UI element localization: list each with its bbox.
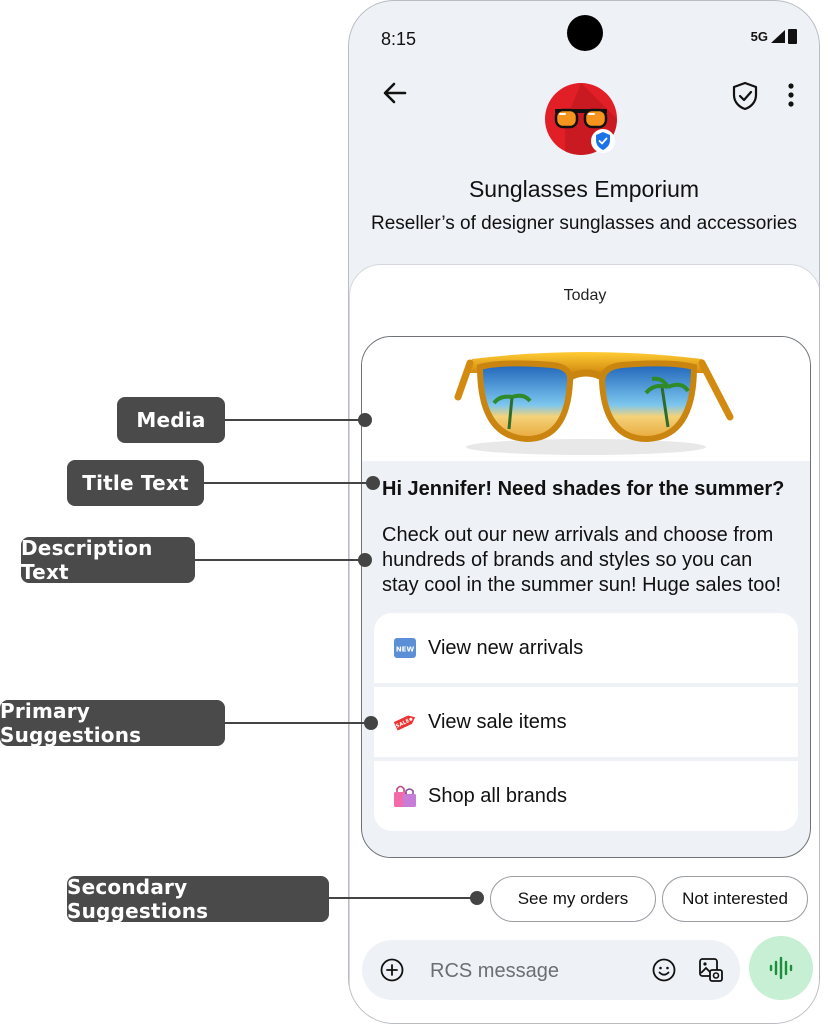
chip-not-interested[interactable]: Not interested bbox=[662, 876, 808, 922]
annotation-media: Media bbox=[117, 397, 225, 443]
annotation-title-text: Title Text bbox=[67, 460, 204, 506]
sunglasses-image bbox=[454, 352, 734, 455]
annotation-secondary-suggestions: Secondary Suggestions bbox=[67, 875, 329, 923]
emoji-icon[interactable] bbox=[652, 958, 676, 982]
business-description: Reseller’s of designer sunglasses and ac… bbox=[371, 213, 797, 234]
annotation-secondary-dot bbox=[470, 891, 484, 905]
date-divider: Today bbox=[563, 287, 607, 304]
card-title: Hi Jennifer! Need shades for the summer? bbox=[382, 478, 785, 500]
annotation-description-dot bbox=[358, 553, 372, 567]
verified-shield-icon[interactable] bbox=[731, 81, 759, 111]
back-arrow-icon[interactable] bbox=[379, 77, 411, 109]
suggestion-view-new-arrivals[interactable]: NEW View new arrivals bbox=[374, 613, 798, 683]
more-options-icon[interactable] bbox=[785, 81, 797, 109]
suggestion-shop-all-brands[interactable]: Shop all brands bbox=[374, 761, 798, 831]
annotation-description-line bbox=[195, 559, 365, 561]
suggestion-label: View new arrivals bbox=[428, 636, 584, 659]
voice-message-button[interactable] bbox=[749, 936, 813, 1000]
battery-icon bbox=[788, 29, 797, 44]
network-label: 5G bbox=[750, 29, 768, 44]
annotation-media-dot bbox=[358, 413, 372, 427]
verified-badge-icon bbox=[591, 129, 615, 153]
suggestion-label: Shop all brands bbox=[428, 784, 567, 807]
annotation-title-line bbox=[204, 482, 374, 484]
chip-label: See my orders bbox=[517, 889, 629, 908]
status-icons: 5G bbox=[751, 29, 797, 44]
suggestion-view-sale-items[interactable]: SALE View sale items bbox=[374, 687, 798, 757]
waveform-icon bbox=[769, 956, 793, 980]
phone-frame: 8:15 5G Sunglasses Emporium Reseller’s o… bbox=[348, 0, 820, 1024]
gallery-icon[interactable] bbox=[698, 957, 724, 983]
message-composer bbox=[362, 940, 740, 1000]
annotation-primary-suggestions: Primary Suggestions bbox=[0, 699, 225, 747]
sale-tag-icon: SALE bbox=[392, 709, 418, 735]
card-media[interactable] bbox=[362, 337, 810, 461]
primary-suggestions: NEW View new arrivals SALE View sale ite… bbox=[374, 613, 798, 831]
annotation-secondary-line bbox=[329, 897, 477, 899]
business-name: Sunglasses Emporium bbox=[468, 176, 700, 202]
annotation-media-line bbox=[225, 419, 365, 421]
signal-icon bbox=[771, 30, 785, 43]
svg-text:NEW: NEW bbox=[396, 646, 415, 654]
annotation-primary-line bbox=[225, 722, 370, 724]
suggestion-label: View sale items bbox=[428, 710, 567, 733]
chip-see-my-orders[interactable]: See my orders bbox=[490, 876, 656, 922]
rich-card: Hi Jennifer! Need shades for the summer?… bbox=[361, 336, 811, 858]
annotation-title-dot bbox=[366, 476, 380, 490]
svg-text:SALE: SALE bbox=[395, 718, 411, 730]
annotation-description-text: Description Text bbox=[21, 536, 195, 584]
status-time: 8:15 bbox=[381, 29, 417, 49]
shopping-bags-icon bbox=[392, 783, 418, 809]
conversation-area: Today bbox=[349, 264, 819, 1023]
chip-label: Not interested bbox=[682, 889, 788, 908]
card-description: Check out our new arrivals and choose fr… bbox=[382, 524, 782, 596]
front-camera bbox=[567, 15, 603, 51]
message-input[interactable] bbox=[428, 954, 632, 988]
add-attachment-icon[interactable] bbox=[380, 958, 404, 982]
new-badge-icon: NEW bbox=[392, 635, 418, 661]
annotation-primary-dot bbox=[364, 716, 378, 730]
